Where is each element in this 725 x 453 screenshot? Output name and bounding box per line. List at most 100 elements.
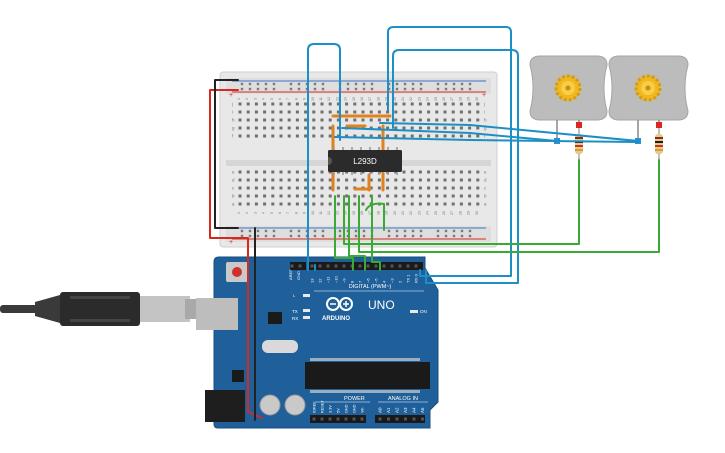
breadboard-hole[interactable] [459, 110, 463, 114]
wire-blue-motor1[interactable] [341, 127, 558, 142]
analog-pin-socket[interactable] [395, 417, 399, 421]
breadboard-hole[interactable] [353, 134, 357, 138]
breadboard-hole[interactable] [377, 186, 381, 190]
breadboard-hole[interactable] [468, 186, 472, 190]
breadboard-hole[interactable] [279, 134, 283, 138]
power-pin-socket[interactable] [344, 417, 348, 421]
rail-hole[interactable] [395, 82, 399, 86]
breadboard-hole[interactable] [361, 102, 365, 106]
breadboard-hole[interactable] [361, 134, 365, 138]
analog-pin-socket[interactable] [378, 417, 382, 421]
breadboard-hole[interactable] [271, 194, 275, 198]
breadboard-hole[interactable] [263, 118, 267, 122]
breadboard-hole[interactable] [320, 118, 324, 122]
breadboard-hole[interactable] [394, 134, 398, 138]
breadboard-hole[interactable] [394, 110, 398, 114]
breadboard-hole[interactable] [435, 194, 439, 198]
breadboard-hole[interactable] [402, 110, 406, 114]
breadboard-hole[interactable] [271, 134, 275, 138]
breadboard-hole[interactable] [468, 110, 472, 114]
breadboard-hole[interactable] [468, 202, 472, 206]
rail-hole[interactable] [452, 82, 456, 86]
breadboard-hole[interactable] [410, 194, 414, 198]
rail-hole[interactable] [370, 87, 374, 91]
digital-pin-socket[interactable] [358, 264, 362, 268]
rail-hole[interactable] [452, 229, 456, 233]
breadboard-hole[interactable] [386, 186, 390, 190]
digital-pin-socket[interactable] [390, 264, 394, 268]
breadboard-hole[interactable] [336, 102, 340, 106]
breadboard-hole[interactable] [263, 126, 267, 130]
breadboard-hole[interactable] [476, 126, 480, 130]
breadboard-hole[interactable] [369, 102, 373, 106]
breadboard-hole[interactable] [418, 134, 422, 138]
breadboard-hole[interactable] [246, 126, 250, 130]
breadboard-hole[interactable] [254, 134, 258, 138]
breadboard-hole[interactable] [295, 186, 299, 190]
breadboard-hole[interactable] [402, 134, 406, 138]
rail-hole[interactable] [272, 234, 276, 238]
breadboard-hole[interactable] [295, 170, 299, 174]
breadboard-hole[interactable] [295, 126, 299, 130]
breadboard-hole[interactable] [246, 134, 250, 138]
breadboard-hole[interactable] [402, 202, 406, 206]
power-pin-socket[interactable] [320, 417, 324, 421]
wire-green-7[interactable] [365, 202, 385, 211]
breadboard-hole[interactable] [459, 126, 463, 130]
rail-hole[interactable] [338, 234, 342, 238]
breadboard-hole[interactable] [435, 170, 439, 174]
rail-hole[interactable] [264, 82, 268, 86]
rail-hole[interactable] [411, 229, 415, 233]
digital-pin-socket[interactable] [382, 264, 386, 268]
rail-hole[interactable] [468, 229, 472, 233]
breadboard-hole[interactable] [279, 186, 283, 190]
breadboard-hole[interactable] [246, 170, 250, 174]
breadboard-hole[interactable] [287, 202, 291, 206]
wire-green-5[interactable] [371, 195, 381, 271]
rail-hole[interactable] [313, 234, 317, 238]
breadboard-hole[interactable] [263, 186, 267, 190]
breadboard-hole[interactable] [435, 178, 439, 182]
rail-hole[interactable] [444, 229, 448, 233]
breadboard-hole[interactable] [238, 202, 242, 206]
breadboard-hole[interactable] [336, 134, 340, 138]
breadboard-hole[interactable] [312, 126, 316, 130]
aref-pin-socket[interactable] [290, 264, 294, 268]
breadboard-hole[interactable] [312, 170, 316, 174]
wire-green-4[interactable] [348, 195, 366, 271]
rail-hole[interactable] [436, 234, 440, 238]
breadboard-hole[interactable] [304, 186, 308, 190]
breadboard-hole[interactable] [443, 186, 447, 190]
breadboard-hole[interactable] [369, 178, 373, 182]
breadboard-hole[interactable] [320, 134, 324, 138]
breadboard-hole[interactable] [254, 202, 258, 206]
breadboard-hole[interactable] [386, 134, 390, 138]
breadboard-hole[interactable] [476, 102, 480, 106]
breadboard-hole[interactable] [336, 126, 340, 130]
breadboard-hole[interactable] [328, 194, 332, 198]
breadboard-hole[interactable] [295, 118, 299, 122]
digital-pin-socket[interactable] [326, 264, 330, 268]
breadboard-hole[interactable] [476, 178, 480, 182]
breadboard-hole[interactable] [443, 170, 447, 174]
rail-hole[interactable] [272, 82, 276, 86]
rail-hole[interactable] [468, 87, 472, 91]
breadboard-hole[interactable] [271, 178, 275, 182]
breadboard-hole[interactable] [394, 202, 398, 206]
breadboard-hole[interactable] [427, 202, 431, 206]
digital-pin-socket[interactable] [414, 264, 418, 268]
breadboard-hole[interactable] [410, 186, 414, 190]
breadboard-hole[interactable] [427, 178, 431, 182]
rail-hole[interactable] [264, 87, 268, 91]
breadboard-hole[interactable] [394, 118, 398, 122]
breadboard-hole[interactable] [271, 110, 275, 114]
breadboard-hole[interactable] [402, 194, 406, 198]
breadboard-hole[interactable] [263, 194, 267, 198]
breadboard-hole[interactable] [345, 110, 349, 114]
rail-hole[interactable] [272, 87, 276, 91]
breadboard-hole[interactable] [320, 202, 324, 206]
breadboard-hole[interactable] [427, 118, 431, 122]
rail-hole[interactable] [354, 234, 358, 238]
rail-hole[interactable] [256, 82, 260, 86]
breadboard-hole[interactable] [287, 102, 291, 106]
